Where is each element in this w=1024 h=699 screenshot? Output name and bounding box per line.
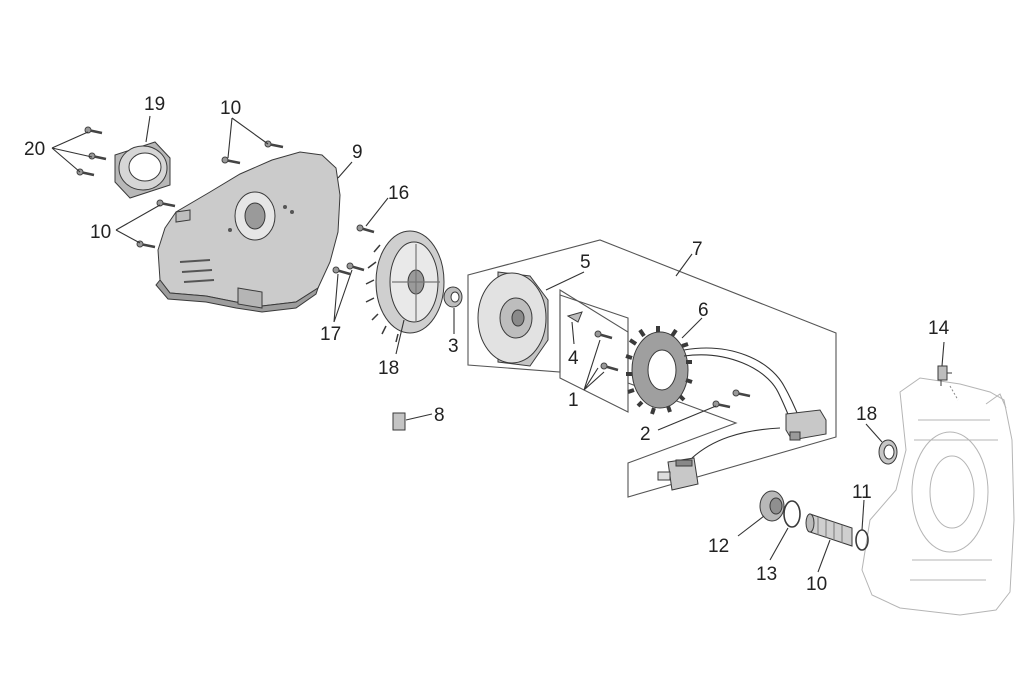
clip-part <box>392 412 406 431</box>
key-part <box>566 311 583 323</box>
callout-1: 1 <box>568 390 579 411</box>
callout-3: 3 <box>448 336 459 357</box>
callout-9: 9 <box>352 142 363 163</box>
callout-10-top: 10 <box>220 98 241 119</box>
o-ring-part <box>783 500 801 528</box>
screw-set-16 <box>332 224 375 276</box>
callout-16-bottom: 17 <box>320 324 341 345</box>
oil-seal-part <box>878 439 898 465</box>
callout-4: 4 <box>568 348 579 369</box>
flywheel-part <box>477 271 549 367</box>
cooling-cover-part <box>155 151 341 313</box>
callout-17: 18 <box>378 358 399 379</box>
filter-o-ring-part <box>855 529 869 551</box>
callout-13: 12 <box>708 536 729 557</box>
screw-set-2 <box>712 389 751 409</box>
oil-filter-part <box>805 513 853 547</box>
crankcase-background <box>861 377 1015 616</box>
connector-right <box>785 409 827 441</box>
callout-labels: 20 19 10 10 9 16 17 18 3 5 4 1 6 7 2 8 1… <box>24 94 950 595</box>
callout-14: 13 <box>756 564 777 585</box>
screw-set-1 <box>594 330 619 372</box>
callout-19: 19 <box>144 94 165 115</box>
nut-part <box>443 286 463 308</box>
screw-set-20 <box>76 126 107 177</box>
callout-8: 8 <box>434 405 445 426</box>
drain-plug-part <box>759 490 785 522</box>
callout-16-top: 16 <box>388 183 409 204</box>
fan-cowl-ring-part <box>114 141 171 199</box>
callout-18: 18 <box>856 404 877 425</box>
callout-10-bottom: 10 <box>90 222 111 243</box>
stator-part <box>625 326 801 459</box>
leader-lines <box>51 115 945 573</box>
callout-5: 5 <box>580 252 591 273</box>
small-kit-box <box>559 294 629 413</box>
callout-12: 11 <box>852 482 872 503</box>
connector-left <box>657 457 699 491</box>
callout-11: 10 <box>806 574 827 595</box>
callout-6: 6 <box>698 300 709 321</box>
callout-20: 20 <box>24 139 45 160</box>
cooling-fan-part <box>365 230 445 343</box>
callout-2: 2 <box>640 424 651 445</box>
callout-7: 7 <box>692 239 703 260</box>
callout-15: 14 <box>928 318 950 339</box>
